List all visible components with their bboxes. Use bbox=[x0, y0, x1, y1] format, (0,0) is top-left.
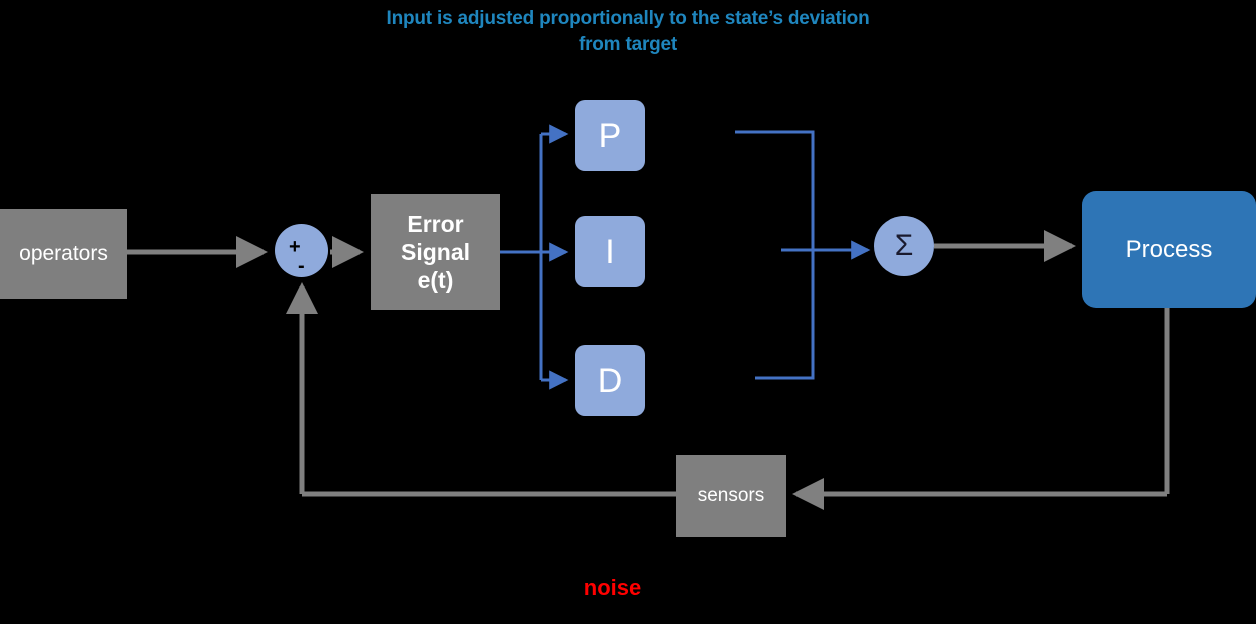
sum-junction[interactable]: Σ bbox=[874, 216, 934, 276]
wire-d-to-merge bbox=[755, 250, 815, 380]
block-operators-label: operators bbox=[19, 242, 108, 265]
block-derivative[interactable]: D bbox=[575, 345, 645, 416]
block-integral[interactable]: I bbox=[575, 216, 645, 287]
plus-sign: + bbox=[289, 236, 301, 258]
sigma-symbol: Σ bbox=[894, 229, 914, 262]
block-process[interactable]: Process bbox=[1082, 191, 1256, 308]
block-integral-label: I bbox=[605, 232, 615, 271]
block-error-signal-label: Error Signal e(t) bbox=[401, 210, 470, 294]
block-process-label: Process bbox=[1125, 235, 1213, 263]
block-error-signal[interactable]: Error Signal e(t) bbox=[371, 194, 500, 310]
noise-label: noise bbox=[583, 575, 642, 600]
block-proportional-label: P bbox=[598, 116, 622, 155]
error-junction[interactable] bbox=[275, 224, 328, 277]
block-operators[interactable]: operators bbox=[0, 209, 127, 299]
block-sensors-label: sensors bbox=[697, 485, 765, 506]
page-title: Input is adjusted proportionally to the … bbox=[386, 8, 870, 55]
error-signal-line-1: Error bbox=[407, 211, 464, 237]
minus-sign: - bbox=[298, 255, 305, 277]
block-derivative-label: D bbox=[597, 361, 623, 400]
block-sensors[interactable]: sensors bbox=[676, 455, 786, 537]
block-proportional[interactable]: P bbox=[575, 100, 645, 171]
error-signal-line-2: Signal bbox=[400, 239, 470, 265]
error-signal-line-3: e(t) bbox=[417, 267, 454, 293]
wire-p-to-merge bbox=[735, 130, 815, 250]
